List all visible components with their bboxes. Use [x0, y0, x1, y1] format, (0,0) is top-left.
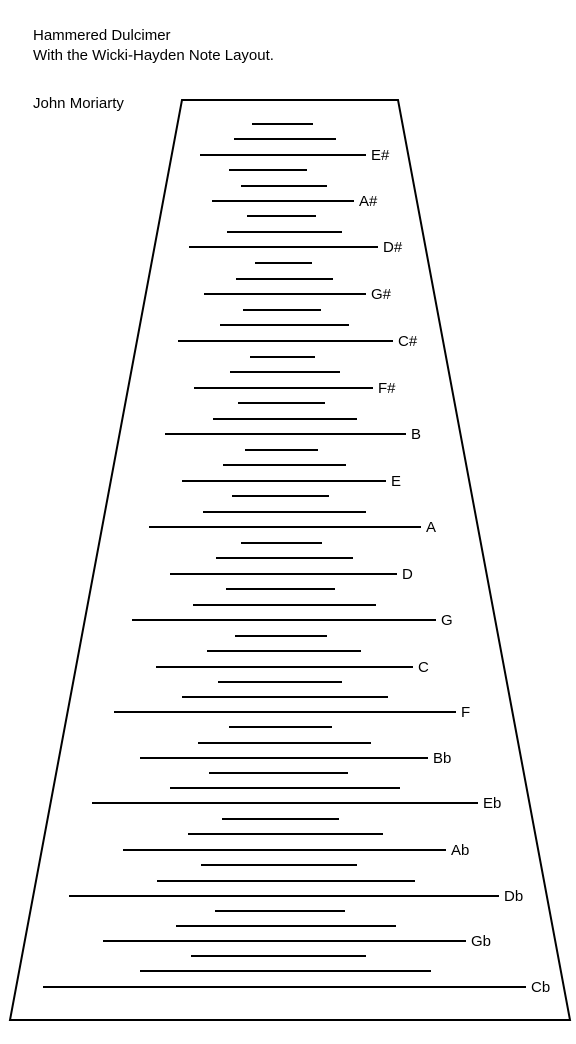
note-label: G — [441, 612, 453, 629]
note-label: B — [411, 426, 421, 443]
note-label: C — [418, 659, 429, 676]
note-label: E — [391, 473, 401, 490]
note-label: D — [402, 566, 413, 583]
note-label: Db — [504, 888, 523, 905]
header: Hammered Dulcimer With the Wicki-Hayden … — [33, 26, 274, 66]
diagram-title: Hammered Dulcimer — [33, 27, 171, 44]
note-label: G# — [371, 286, 392, 303]
note-label: E# — [371, 147, 390, 164]
note-label: Bb — [433, 750, 451, 767]
note-label: Ab — [451, 842, 469, 859]
note-label: Gb — [471, 933, 491, 950]
note-label: A# — [359, 193, 378, 210]
note-label: Cb — [531, 979, 550, 996]
diagram-subtitle: With the Wicki-Hayden Note Layout. — [33, 47, 274, 64]
note-label: A — [426, 519, 436, 536]
author-name: John Moriarty — [33, 95, 124, 112]
note-label: F — [461, 704, 470, 721]
dulcimer-body-outline — [8, 99, 572, 1021]
note-label: D# — [383, 239, 403, 256]
note-label: C# — [398, 333, 418, 350]
note-label: Eb — [483, 795, 501, 812]
note-label: F# — [378, 380, 396, 397]
